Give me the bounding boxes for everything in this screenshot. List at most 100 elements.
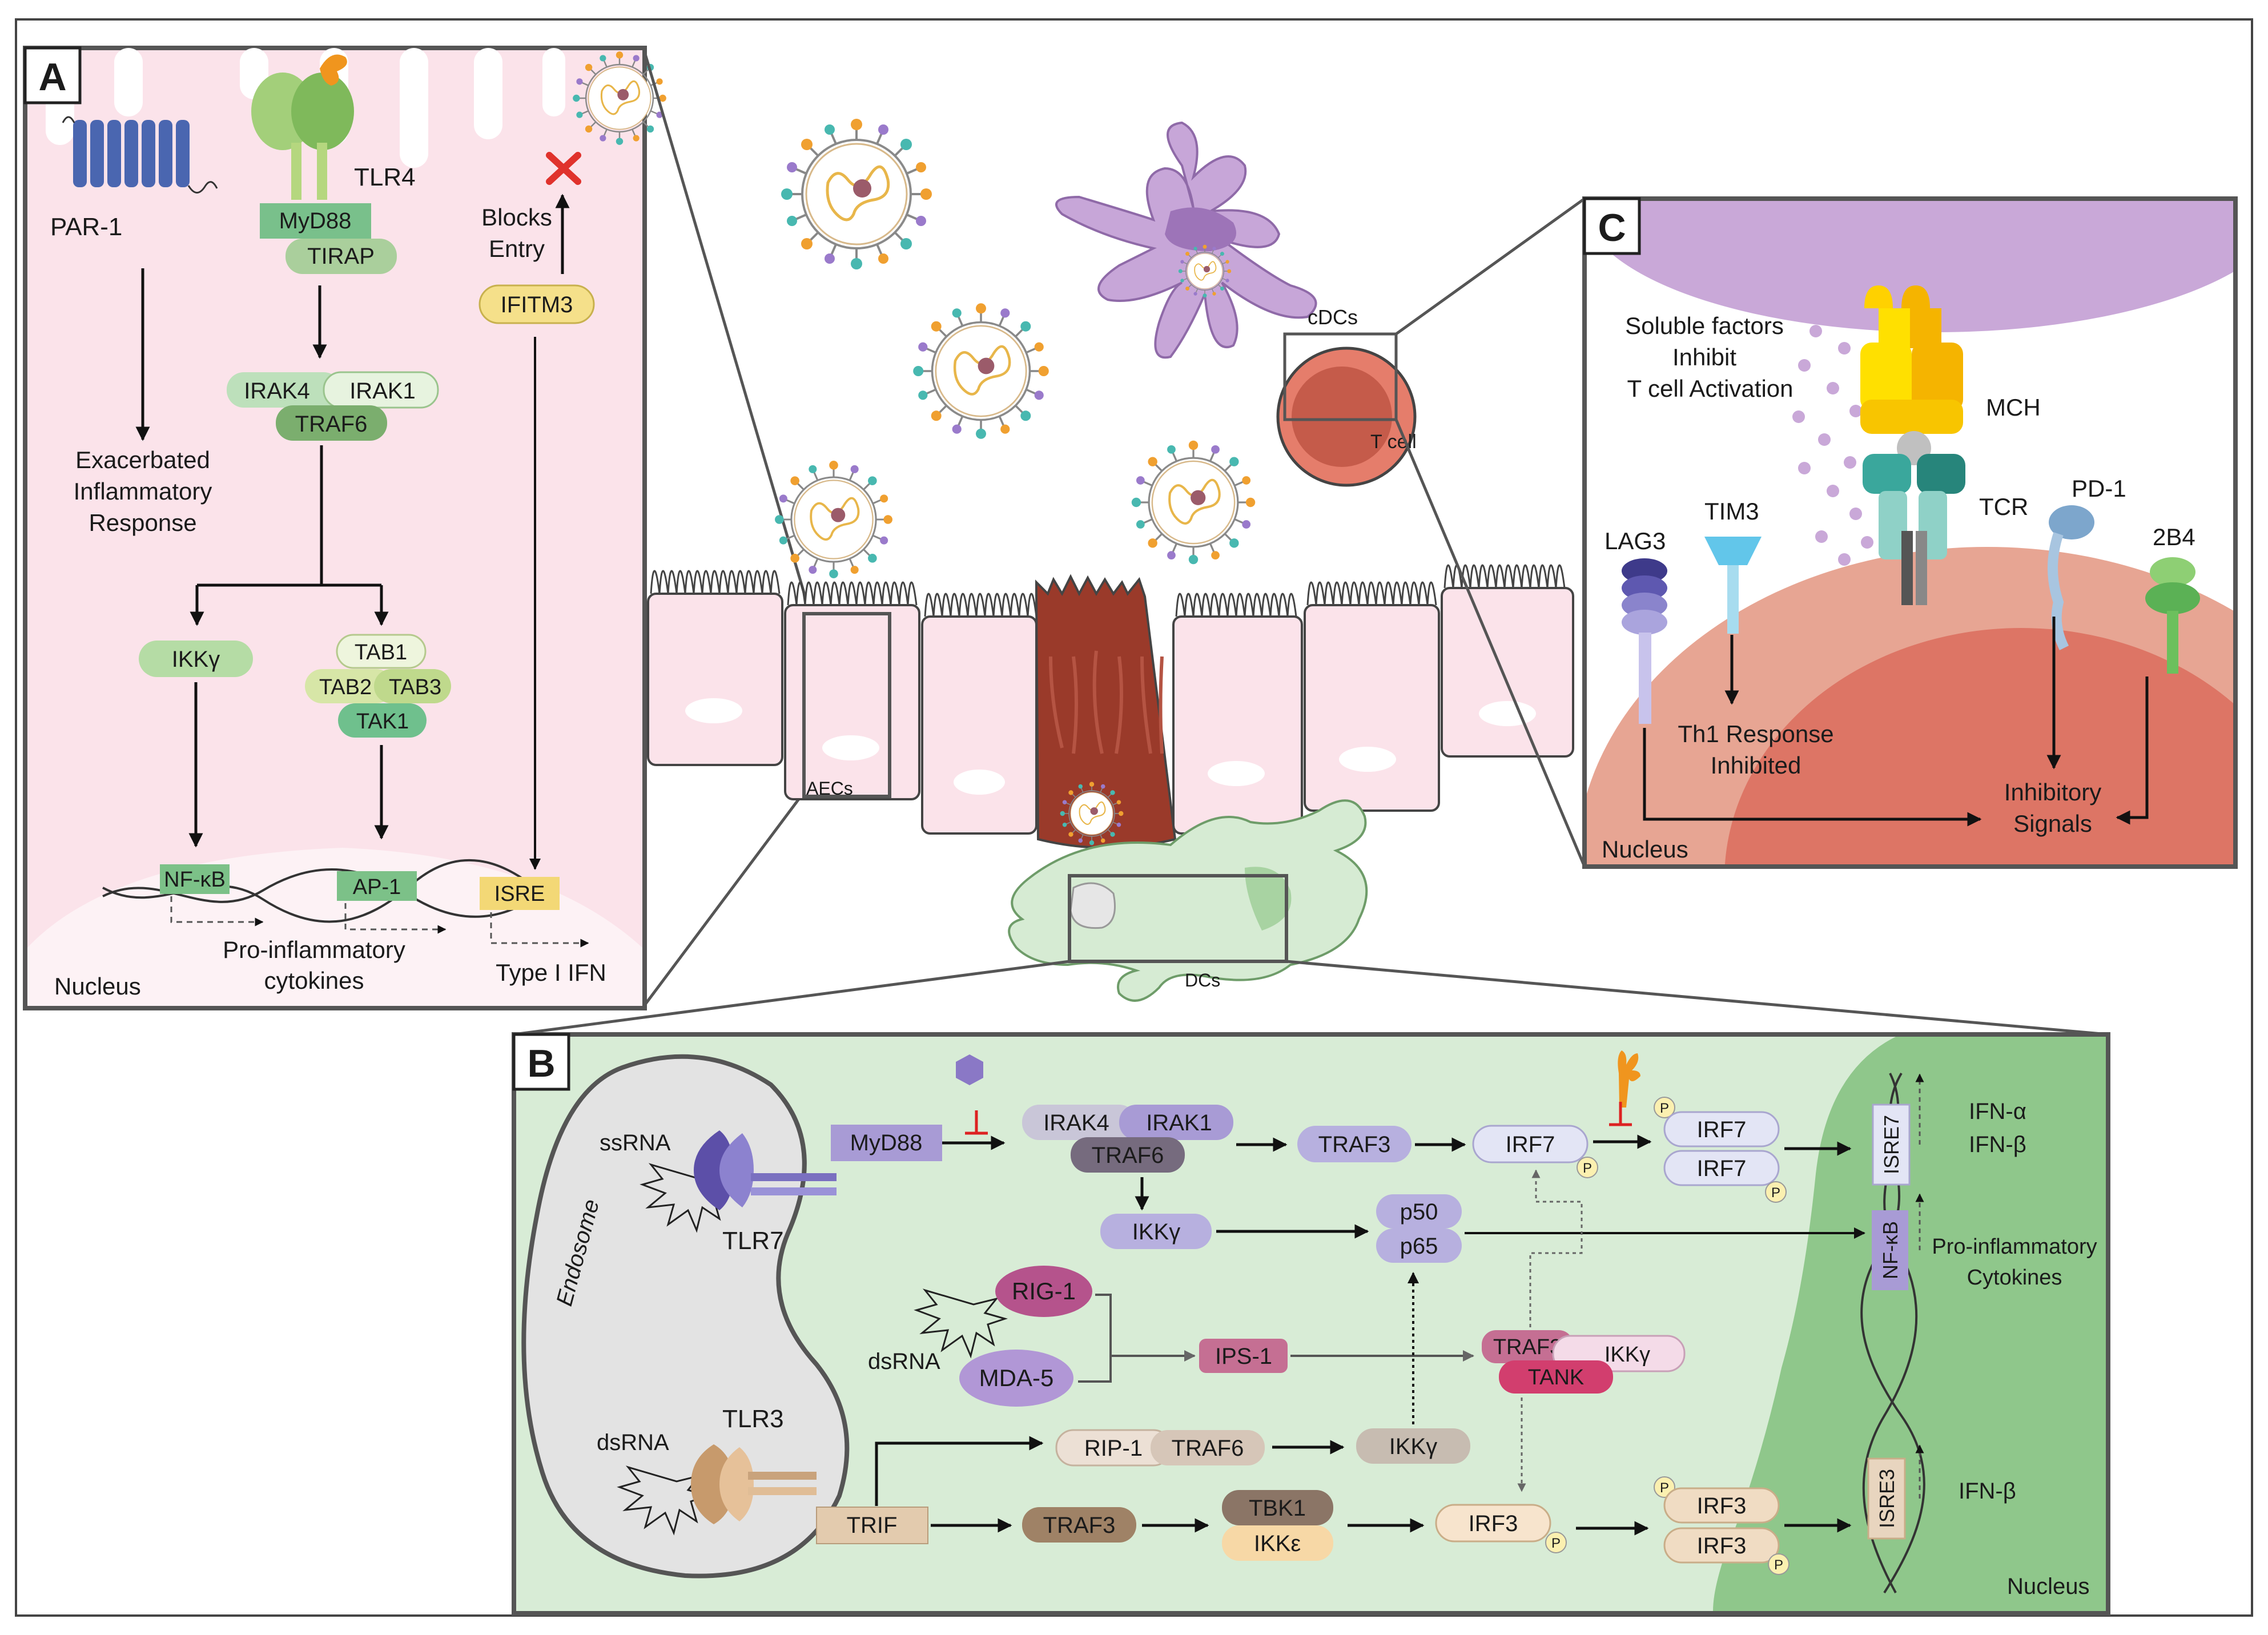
b-irf7-label: IRF7 [1506,1132,1555,1157]
panel-b-letter-box [512,1033,570,1091]
b-phos-4-label: P [1551,1536,1561,1551]
zoom-box-a [802,612,891,798]
b-ikkg1-label: IKKγ [1132,1219,1180,1245]
b-tank-label: TANK [1528,1366,1585,1390]
b-irf3-label: IRF3 [1469,1511,1518,1536]
b-p65-box [1376,1229,1462,1263]
dc-nucleus [1245,867,1292,931]
a-tirap-label: TIRAP [307,244,375,269]
2b4-molecule [2145,557,2200,674]
b-trif-label: TRIF [847,1513,898,1538]
zoom-line-a-bottom [642,790,807,1007]
a-ikkg-box [139,641,253,677]
b-rig1-box [995,1266,1092,1317]
b-traf3a-box [1297,1126,1412,1162]
panel-b-letter: B [527,1042,555,1085]
a-tab3-label: TAB3 [389,675,441,699]
b-ifnb1-label: IFN-β [1969,1132,2026,1157]
b-rip1-label: RIP-1 [1084,1436,1143,1461]
inhibitory-line2: Signals [2013,810,2092,837]
b-isre3-box [1867,1457,1906,1540]
a-traf6-box [276,405,387,441]
tlr7-receptor [694,1130,837,1210]
b-isre7-label: ISRE7 [1880,1115,1903,1174]
lag3-molecule [1622,558,1667,724]
b-irf7a-box [1663,1111,1780,1147]
soluble-line2: Inhibit [1672,344,1736,371]
zoom-line-c-bottom [1394,419,1586,867]
blocks-entry-line1: Blocks [481,204,552,231]
b-phos-5-label: P [1660,1480,1669,1496]
a-ap1-box [337,871,417,901]
panel-a-letter: A [38,55,66,99]
inhibitory-line1: Inhibitory [2004,779,2101,806]
soluble-line3: T cell Activation [1627,375,1793,402]
zoom-box-b [1068,874,1288,963]
virus-icon-3 [774,460,894,579]
virus-icon-4 [1132,441,1255,564]
b-phos-2-label: P [1660,1101,1669,1116]
b-tank-box [1499,1360,1613,1394]
b-mda5-box [959,1350,1073,1407]
cdc-nucleus [1165,207,1236,251]
b-ikkg3-box [1356,1428,1470,1464]
a-myd88-box [260,203,371,239]
b-phos-3 [1765,1181,1787,1203]
a-nucleus-label: Nucleus [54,973,141,1000]
tcr-molecule [1863,431,1965,605]
center-scene: cDCs T cell [647,119,1574,1002]
b-isre7-box [1872,1104,1911,1186]
a-ifitm3-box [478,284,595,324]
b-arrow-rig-ips [1078,1294,1195,1383]
tlr3-label: TLR3 [722,1405,784,1433]
b-ikkg3-label: IKKγ [1389,1434,1437,1459]
a-proinfl-line1: Pro-inflammatory [223,936,405,963]
a-type1ifn-label: Type I IFN [496,959,606,986]
th1-line2: Inhibited [1711,752,1801,779]
ssrna-label: ssRNA [600,1130,671,1155]
a-isre-box [480,877,560,910]
a-tab3-box [374,669,451,703]
a-irak1-label: IRAK1 [349,378,416,404]
a-tab1-box [336,634,427,669]
mhc-molecule [1860,285,1963,434]
a-irak4-box [227,372,341,408]
tlr4-receptor [251,54,354,200]
b-irf3-box [1435,1504,1551,1543]
aecs-label: AECs [806,778,853,799]
b-ikkg2-label: IKKγ [1605,1343,1650,1367]
b-p65-label: p65 [1400,1234,1438,1259]
b-arrow-trif-rip1 [875,1436,1044,1506]
b-p50-box [1376,1194,1462,1229]
tcell-nucleus-c [1725,628,2233,864]
panel-a-letter-box [23,46,82,104]
dsrna1-icon [914,1288,1008,1359]
panel-c-letter: C [1598,206,1626,249]
b-myd88-label: MyD88 [850,1130,923,1155]
b-irf3b-box [1663,1527,1780,1564]
b-irf7a-label: IRF7 [1697,1117,1747,1142]
b-phos-1-label: P [1583,1161,1592,1176]
a-myd88-label: MyD88 [279,208,352,233]
b-p50-label: p50 [1400,1199,1438,1225]
pd1-molecule [2048,505,2094,651]
soluble-factor-dots [1792,325,1873,566]
epithelium [647,564,1574,849]
soluble-line1: Soluble factors [1625,312,1784,339]
b-irak4-box [1022,1105,1136,1140]
b-traf3c-box [1022,1507,1136,1543]
b-ifna-label: IFN-α [1969,1099,2026,1124]
a-dashed-arrows [170,896,589,948]
a-irak4-label: IRAK4 [244,378,310,404]
b-rig1-label: RIG-1 [1012,1278,1076,1304]
b-irf3b-label: IRF3 [1697,1533,1747,1559]
dc-vacuole [1069,882,1116,929]
tcell-nucleus [1292,367,1392,467]
b-tbk1-label: TBK1 [1249,1496,1306,1521]
tim3-label: TIM3 [1704,498,1759,525]
par1-label: PAR-1 [50,213,122,241]
dsrna1-label: dsRNA [868,1349,940,1374]
b-proinfl-line1: Pro-inflammatory [1932,1235,2097,1259]
b-irf7b-label: IRF7 [1697,1156,1747,1181]
